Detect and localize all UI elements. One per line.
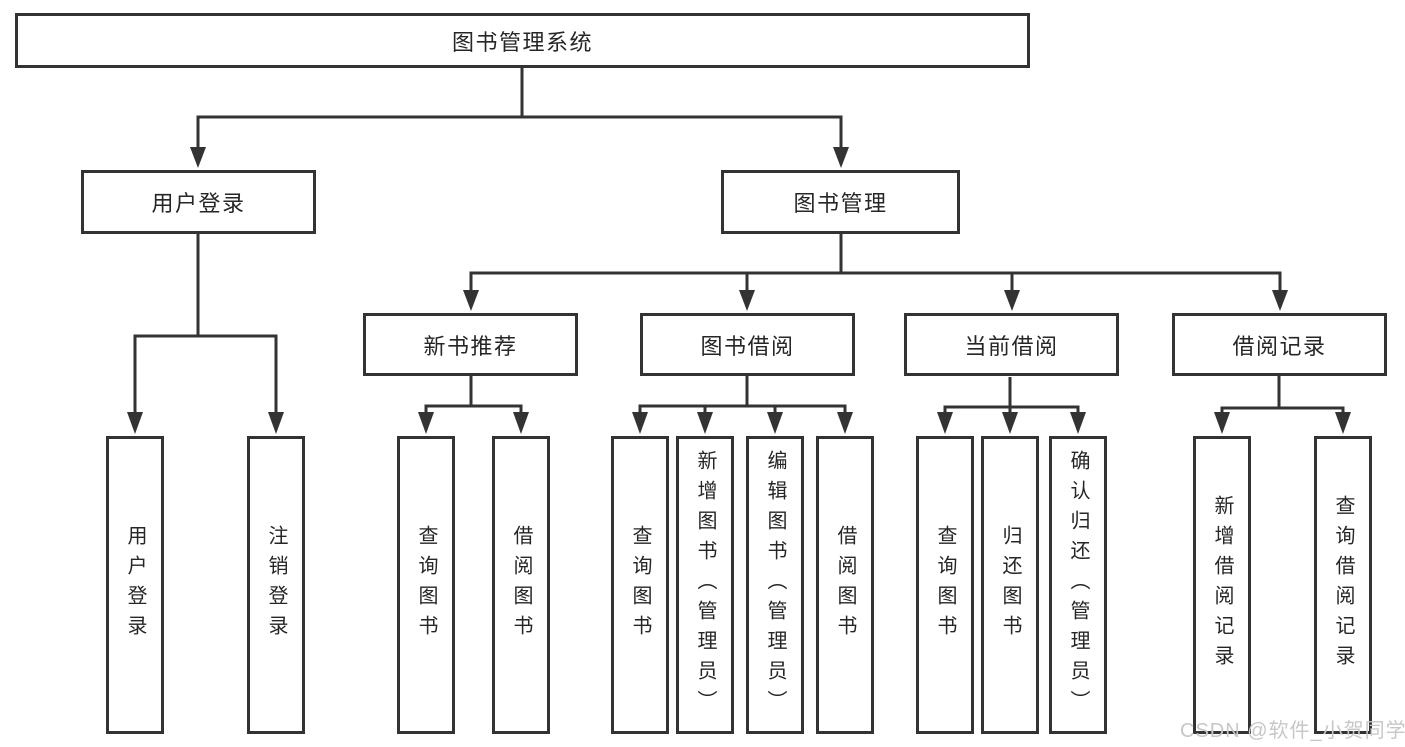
node-edit-books-admin: 编辑图书（管理员）: [746, 436, 804, 734]
node-label: 新书推荐: [423, 333, 518, 359]
arrowhead: [1335, 412, 1351, 434]
arrowhead: [463, 290, 479, 311]
arrowhead: [1002, 412, 1018, 434]
connector-root-to-level2: [196, 68, 843, 148]
arrowhead: [739, 290, 755, 311]
node-label: 查询图书: [415, 525, 437, 645]
arrowhead: [268, 412, 284, 434]
node-label: 新增图书（管理员）: [694, 450, 716, 720]
connector-user-login-children: [133, 234, 278, 413]
arrowhead: [837, 412, 853, 434]
node-logout: 注销登录: [247, 436, 305, 734]
node-book-management: 图书管理: [721, 170, 960, 234]
node-label: 图书借阅: [700, 333, 795, 359]
node-query-books-current: 查询图书: [916, 436, 974, 734]
arrowhead: [1070, 412, 1086, 434]
arrowhead: [127, 412, 143, 434]
node-new-book-recommend: 新书推荐: [363, 313, 578, 376]
node-borrow-books: 借阅图书: [816, 436, 874, 734]
node-user-login: 用户登录: [81, 170, 316, 234]
node-label: 编辑图书（管理员）: [764, 450, 786, 720]
node-return-books: 归还图书: [981, 436, 1039, 734]
node-label: 当前借阅: [964, 333, 1059, 359]
watermark: CSDN @软件_小贺同学: [1180, 720, 1405, 742]
node-label: 归还图书: [999, 525, 1021, 645]
node-add-borrow-record: 新增借阅记录: [1193, 436, 1251, 734]
node-label: 用户登录: [151, 191, 246, 216]
node-label: 借阅图书: [510, 525, 532, 645]
arrowhead: [937, 412, 953, 434]
arrowhead: [632, 412, 648, 434]
arrowhead: [1272, 290, 1288, 311]
connector-new-book-children: [424, 376, 523, 413]
node-query-books-recommend: 查询图书: [397, 436, 455, 734]
arrowhead: [1004, 290, 1020, 311]
connector-book-borrow-children: [638, 376, 847, 413]
node-label: 用户登录: [124, 525, 146, 645]
node-label: 新增借阅记录: [1211, 495, 1233, 675]
connector-borrow-records-children: [1220, 376, 1345, 413]
node-label: 图书管理: [793, 191, 888, 216]
node-current-borrow: 当前借阅: [904, 313, 1119, 376]
node-label: 查询图书: [629, 525, 651, 645]
node-query-borrow-record: 查询借阅记录: [1314, 436, 1372, 734]
arrowhead: [1214, 412, 1230, 434]
node-add-books-admin: 新增图书（管理员）: [676, 436, 734, 734]
node-book-borrow: 图书借阅: [640, 313, 855, 376]
arrowhead: [767, 412, 783, 434]
arrowhead: [513, 412, 529, 434]
node-library-management-system: 图书管理系统: [15, 13, 1030, 68]
node-borrow-books-recommend: 借阅图书: [492, 436, 550, 734]
connector-book-management-children: [469, 234, 1282, 291]
node-borrow-records: 借阅记录: [1172, 313, 1387, 376]
arrowhead: [418, 412, 434, 434]
node-label: 借阅记录: [1232, 333, 1327, 359]
node-query-books-borrow: 查询图书: [611, 436, 669, 734]
node-label: 查询图书: [934, 525, 956, 645]
node-label: 注销登录: [265, 525, 287, 645]
arrowhead: [190, 147, 206, 168]
arrowhead: [833, 147, 849, 168]
node-label: 查询借阅记录: [1332, 495, 1354, 675]
node-user-login-leaf: 用户登录: [106, 436, 164, 734]
node-label: 图书管理系统: [451, 29, 593, 55]
node-confirm-return-admin: 确认归还（管理员）: [1049, 436, 1107, 734]
node-label: 借阅图书: [834, 525, 856, 645]
connector-current-borrow-children: [943, 377, 1080, 413]
arrowhead: [697, 412, 713, 434]
node-label: 确认归还（管理员）: [1067, 450, 1089, 720]
